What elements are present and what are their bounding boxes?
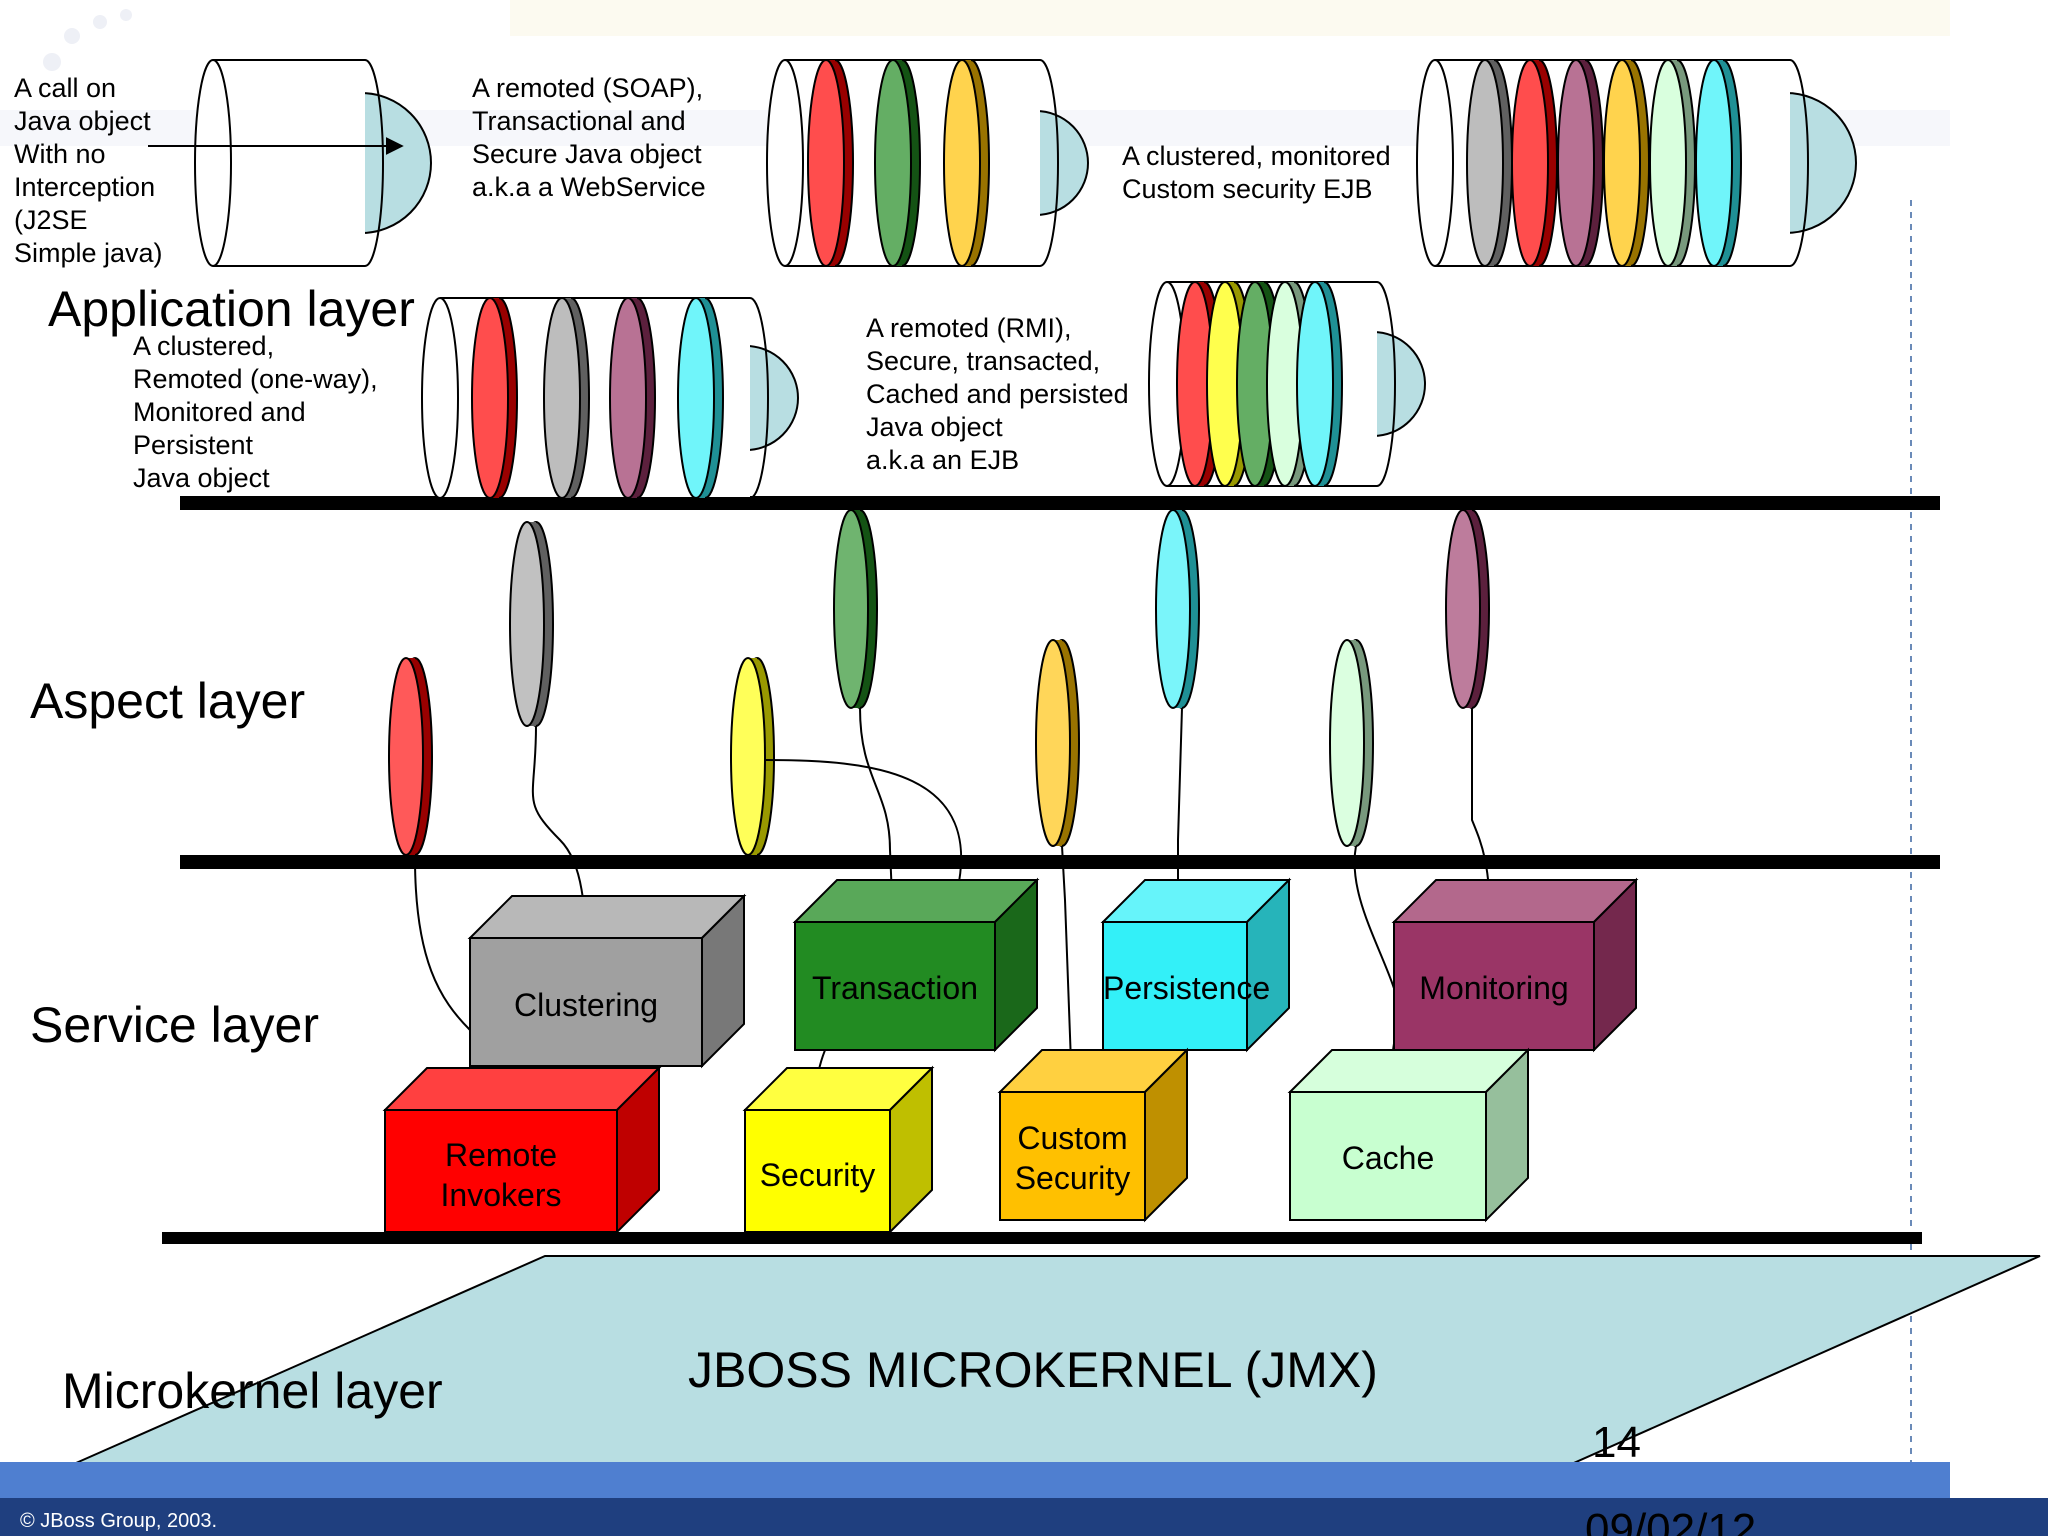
webservice-object-aspect-custom_security: [943, 59, 990, 267]
custom-security-box: [997, 1047, 1190, 1223]
service-layer-line: [162, 1232, 1922, 1244]
security-box: [742, 1065, 935, 1235]
slide-date: 09/02/12: [1585, 1506, 1757, 1536]
aspect-cache-disc: [1329, 639, 1374, 847]
microkernel-layer-label: Microkernel layer: [62, 1363, 443, 1419]
simple-java-object: [194, 59, 432, 267]
clustered-persistent-label: A clustered, Remoted (one-way), Monitore…: [133, 331, 378, 493]
connector-transaction: [859, 707, 902, 922]
ejb-object-aspect-persistence: [1296, 281, 1343, 487]
aspect-remote-disc: [388, 657, 433, 856]
clustered-persistent-object-interface-knob: [745, 344, 799, 452]
decorative-dots: [43, 9, 132, 71]
copyright-text: © JBoss Group, 2003.: [20, 1510, 218, 1532]
persistence-label: Persistence: [1103, 970, 1271, 1006]
ejb-label: A remoted (RMI), Secure, transacted, Cac…: [866, 313, 1129, 475]
simple-object-label: A call on Java object With no Intercepti…: [14, 73, 163, 268]
connector-custom-security: [1061, 845, 1081, 1092]
aspect-monitoring-disc: [1445, 509, 1490, 709]
aspect-layer-label: Aspect layer: [30, 673, 306, 729]
clustered-ejb-object-aspect-monitoring: [1557, 59, 1604, 267]
aspect-persistence-disc: [1155, 509, 1200, 709]
security-label: Security: [759, 1157, 876, 1193]
remote-invokers-box: [382, 1065, 662, 1235]
page-number: 14: [1592, 1418, 1641, 1467]
clustered-ejb-object-aspect-cache: [1649, 59, 1696, 267]
transaction-box: [792, 877, 1040, 1053]
webservice-object-aspect-transaction: [874, 59, 921, 267]
clustered-ejb-object: [1416, 59, 1857, 267]
footer-band-dark: [0, 1498, 2048, 1536]
clustering-box: [467, 893, 747, 1069]
simple-java-object-interface-knob: [360, 91, 432, 235]
footer-band-light: [0, 1462, 1950, 1498]
application-layer-label: Application layer: [48, 281, 415, 337]
clustered-persistent-object-aspect-monitoring: [609, 297, 656, 499]
cache-label: Cache: [1341, 1140, 1435, 1176]
aspect-security-disc: [730, 657, 775, 856]
aspect-clustering-disc: [509, 521, 554, 727]
cache-box: [1287, 1047, 1531, 1223]
clustered-ejb-object-aspect-custom_security: [1603, 59, 1650, 267]
clustered-ejb-label: A clustered, monitored Custom security E…: [1122, 141, 1391, 204]
ejb-object: [1148, 281, 1426, 487]
clustered-persistent-object: [421, 297, 799, 499]
clustered-ejb-object-interface-knob: [1785, 91, 1857, 235]
webservice-object: [766, 59, 1089, 267]
monitoring-box: [1391, 877, 1639, 1053]
clustered-persistent-object-aspect-clustering: [543, 297, 590, 499]
microkernel-title: JBOSS MICROKERNEL (JMX): [688, 1342, 1378, 1398]
clustering-label: Clustering: [513, 987, 659, 1023]
aspect-custom-security-disc: [1035, 639, 1080, 847]
persistence-box: [1100, 877, 1292, 1053]
clustered-persistent-object-aspect-persistence: [677, 297, 724, 499]
custom-security-label: Custom Security: [1014, 1120, 1131, 1196]
ejb-object-interface-knob: [1372, 330, 1426, 438]
application-layer-line: [180, 496, 1940, 510]
webservice-object-aspect-remote: [807, 59, 854, 267]
aspect-transaction-disc: [833, 509, 878, 709]
clustered-persistent-object-aspect-remote: [471, 297, 518, 499]
clustered-ejb-object-aspect-remote: [1511, 59, 1558, 267]
header-band: [510, 0, 1950, 36]
aspect-layer-line: [180, 855, 1940, 869]
webservice-label: A remoted (SOAP), Transactional and Secu…: [472, 73, 706, 202]
transaction-label: Transaction: [812, 970, 978, 1006]
clustered-ejb-object-aspect-persistence: [1695, 59, 1742, 267]
webservice-object-interface-knob: [1035, 109, 1089, 217]
monitoring-label: Monitoring: [1419, 970, 1569, 1006]
service-layer-label: Service layer: [30, 997, 319, 1053]
remote-invokers-label: Remote Invokers: [440, 1137, 562, 1213]
clustered-ejb-object-aspect-clustering: [1466, 59, 1513, 267]
